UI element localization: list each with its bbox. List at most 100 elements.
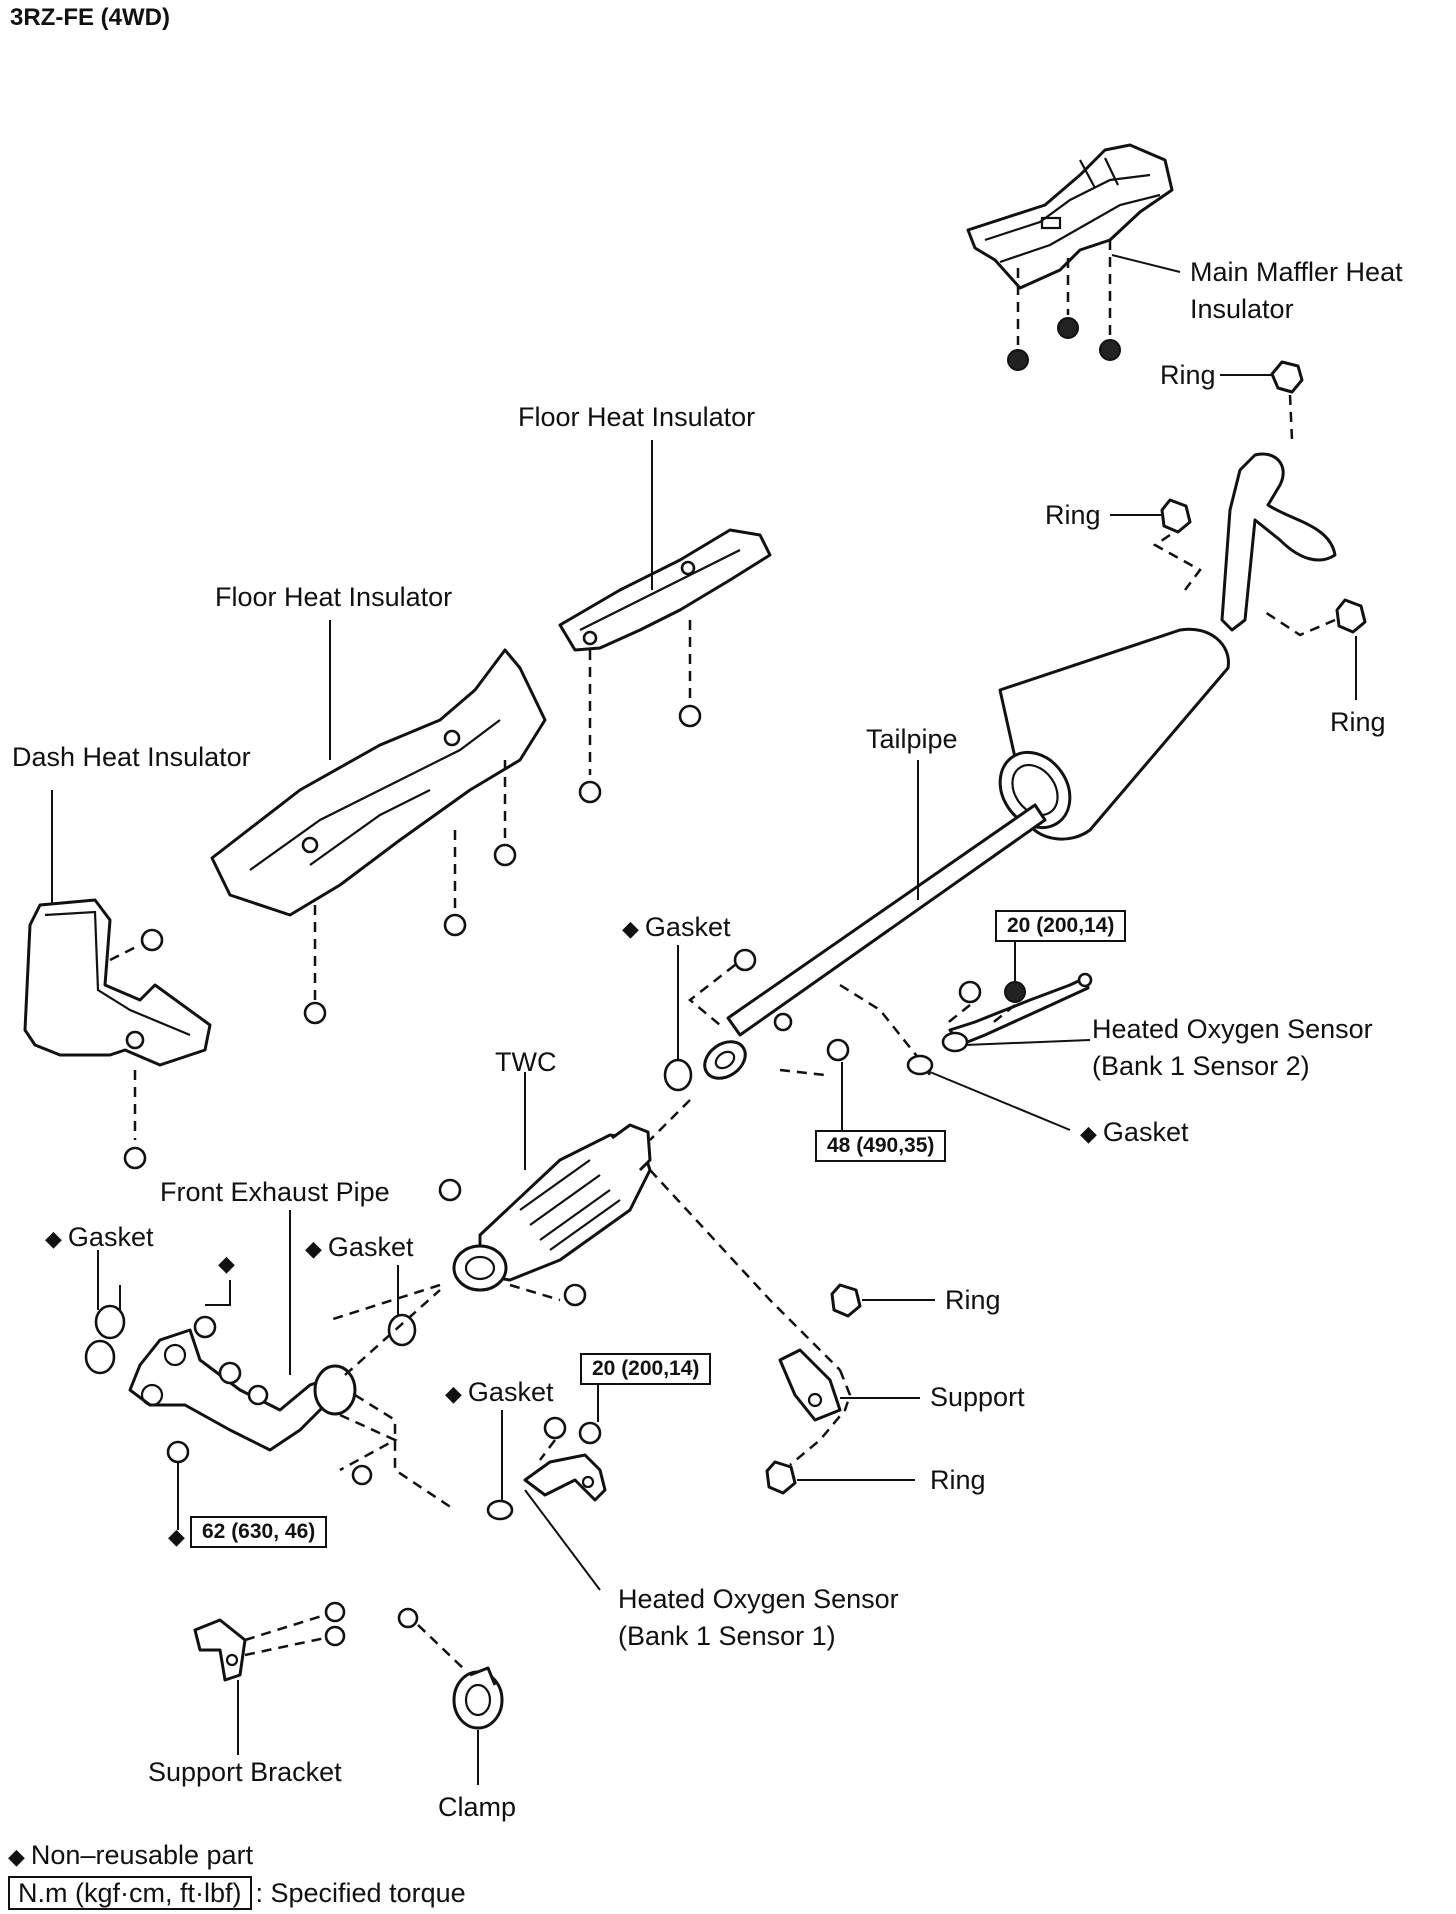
page-title: 3RZ-FE (4WD) xyxy=(10,4,170,31)
label-gasket-sensor-1: ◆Gasket xyxy=(445,1375,553,1411)
ring-top-part xyxy=(1270,360,1304,394)
label-torque-manifold: ◆ xyxy=(168,1518,191,1554)
sensor1-nut-1 xyxy=(543,1416,567,1440)
twc-nut-bottom xyxy=(563,1283,587,1307)
gasket-sensor2-part xyxy=(906,1054,934,1076)
label-tailpipe: Tailpipe xyxy=(866,724,958,754)
legend-torque-units: N.m (kgf·cm, ft·lbf) xyxy=(8,1876,252,1910)
floor-rear-bolt-1 xyxy=(678,704,702,728)
leader-sensor1 xyxy=(524,1489,601,1591)
front-pipe-nut-lower xyxy=(166,1440,190,1464)
legend-non-reusable-text: Non–reusable part xyxy=(30,1840,254,1870)
label-support-bracket: Support Bracket xyxy=(148,1757,342,1787)
tailpipe-bolt-upper xyxy=(733,948,757,972)
non-reusable-mark: ◆ xyxy=(445,1381,462,1406)
insulator-bolt-2 xyxy=(1057,317,1079,339)
label-ring-top: Ring xyxy=(1160,360,1216,390)
support-drawing xyxy=(778,1348,842,1422)
twc-nut-top xyxy=(438,1178,462,1202)
label-main-muffler-heat-insulator-1: Main Maffler Heat xyxy=(1190,257,1403,287)
label-clamp: Clamp xyxy=(438,1792,517,1822)
gasket-manifold-part-1 xyxy=(94,1304,126,1340)
ring-right-dash xyxy=(1264,610,1336,637)
tailpipe-bolt-lower xyxy=(826,1038,850,1062)
label-ring-support-lower: Ring xyxy=(930,1465,986,1495)
leader-gasket-sensor2 xyxy=(929,1071,1071,1131)
main-muffler-heat-insulator-drawing xyxy=(966,143,1174,290)
gasket-manifold-part-2 xyxy=(84,1339,116,1375)
label-heated-oxygen-sensor-2-1: Heated Oxygen Sensor xyxy=(1092,1014,1373,1044)
dash-bolt-1 xyxy=(140,928,164,952)
sensor1-nut-2 xyxy=(578,1421,602,1445)
floor-heat-insulator-rear-drawing xyxy=(558,528,772,652)
non-reusable-mark: ◆ xyxy=(622,916,639,941)
ring-support-upper-part xyxy=(830,1283,862,1318)
label-heated-oxygen-sensor-2-2: (Bank 1 Sensor 2) xyxy=(1092,1051,1310,1081)
front-pipe-bolt-4 xyxy=(351,1464,373,1486)
leader-sensor2 xyxy=(964,1039,1091,1046)
front-pipe-bolt-1 xyxy=(193,1315,217,1339)
front-pipe-bolt-2 xyxy=(218,1361,242,1385)
legend-torque-text: : Specified torque xyxy=(255,1878,466,1908)
label-heated-oxygen-sensor-1-1: Heated Oxygen Sensor xyxy=(618,1584,899,1614)
label-gasket-tailpipe: ◆Gasket xyxy=(622,910,730,946)
torque-manifold: 62 (630, 46) xyxy=(190,1516,328,1548)
non-reusable-mark: ◆ xyxy=(45,1226,62,1251)
ring-right-part xyxy=(1335,598,1367,634)
non-reusable-mark: ◆ xyxy=(305,1236,322,1261)
floor-front-bolt-3 xyxy=(303,1001,327,1025)
legend-torque: N.m (kgf·cm, ft·lbf): Specified torque xyxy=(8,1876,466,1910)
label-floor-heat-insulator-rear: Floor Heat Insulator xyxy=(518,402,756,432)
floor-front-bolt-1 xyxy=(443,913,467,937)
heated-oxygen-sensor-1-drawing xyxy=(523,1453,607,1502)
gasket-twc-part xyxy=(387,1313,417,1347)
gasket-tailpipe-part xyxy=(663,1058,693,1092)
heated-oxygen-sensor-2-drawing xyxy=(941,972,1093,1053)
dash-heat-insulator-drawing xyxy=(23,898,212,1067)
floor-rear-bolt-2 xyxy=(578,780,602,804)
label-twc: TWC xyxy=(495,1047,557,1077)
label-front-exhaust-pipe: Front Exhaust Pipe xyxy=(160,1177,390,1207)
non-reusable-mark: ◆ xyxy=(1080,1121,1097,1146)
sensor2-nut-2 xyxy=(1004,981,1026,1003)
legend-non-reusable: ◆Non–reusable part xyxy=(8,1838,253,1874)
ring-support-lower-part xyxy=(765,1460,797,1495)
label-floor-heat-insulator-front: Floor Heat Insulator xyxy=(215,582,453,612)
label-gasket-twc: ◆Gasket xyxy=(305,1230,413,1266)
floor-front-bolt-2 xyxy=(493,843,517,867)
sensor2-nut-1 xyxy=(958,980,982,1004)
ring-mid-dash xyxy=(1152,533,1202,591)
dash-dash-1 xyxy=(109,943,141,962)
torque-sensor-1: 20 (200,14) xyxy=(580,1353,712,1385)
label-main-muffler-heat-insulator-2: Insulator xyxy=(1190,294,1294,324)
label-heated-oxygen-sensor-1-2: (Bank 1 Sensor 1) xyxy=(618,1621,836,1651)
twc-drawing xyxy=(452,1123,652,1292)
leader-main-insulator xyxy=(1111,254,1181,273)
bracket-bolt-1 xyxy=(324,1601,346,1623)
label-gasket-sensor-2: ◆Gasket xyxy=(1080,1115,1188,1151)
label-ring-right: Ring xyxy=(1330,707,1386,737)
label-dash-heat-insulator: Dash Heat Insulator xyxy=(12,742,251,772)
label-non-reusable-nut: ◆ xyxy=(218,1245,241,1281)
label-ring-mid: Ring xyxy=(1045,500,1101,530)
gasket-sensor1-part xyxy=(486,1499,514,1521)
gasket-sensor-2-text: Gasket xyxy=(1102,1117,1189,1147)
bracket-bolt-2 xyxy=(324,1625,346,1647)
support-bracket-drawing xyxy=(193,1618,247,1682)
dash-bolt-2 xyxy=(123,1146,147,1170)
label-support: Support xyxy=(930,1382,1025,1412)
gasket-sensor-1-text: Gasket xyxy=(467,1377,554,1407)
non-reusable-mark: ◆ xyxy=(8,1844,25,1869)
non-reusable-mark: ◆ xyxy=(218,1251,235,1276)
gasket-tailpipe-text: Gasket xyxy=(644,912,731,942)
insulator-bolt-1 xyxy=(1007,349,1029,371)
label-ring-support-upper: Ring xyxy=(945,1285,1001,1315)
floor-heat-insulator-front-drawing xyxy=(210,648,547,917)
ring-top-dash xyxy=(1288,394,1294,441)
front-pipe-bolt-3 xyxy=(247,1384,269,1406)
gasket-manifold-text: Gasket xyxy=(67,1222,154,1252)
insulator-bolt-3 xyxy=(1099,339,1121,361)
torque-tailpipe-bolt: 48 (490,35) xyxy=(815,1130,947,1162)
leader-gasket-manifold xyxy=(97,1250,121,1310)
